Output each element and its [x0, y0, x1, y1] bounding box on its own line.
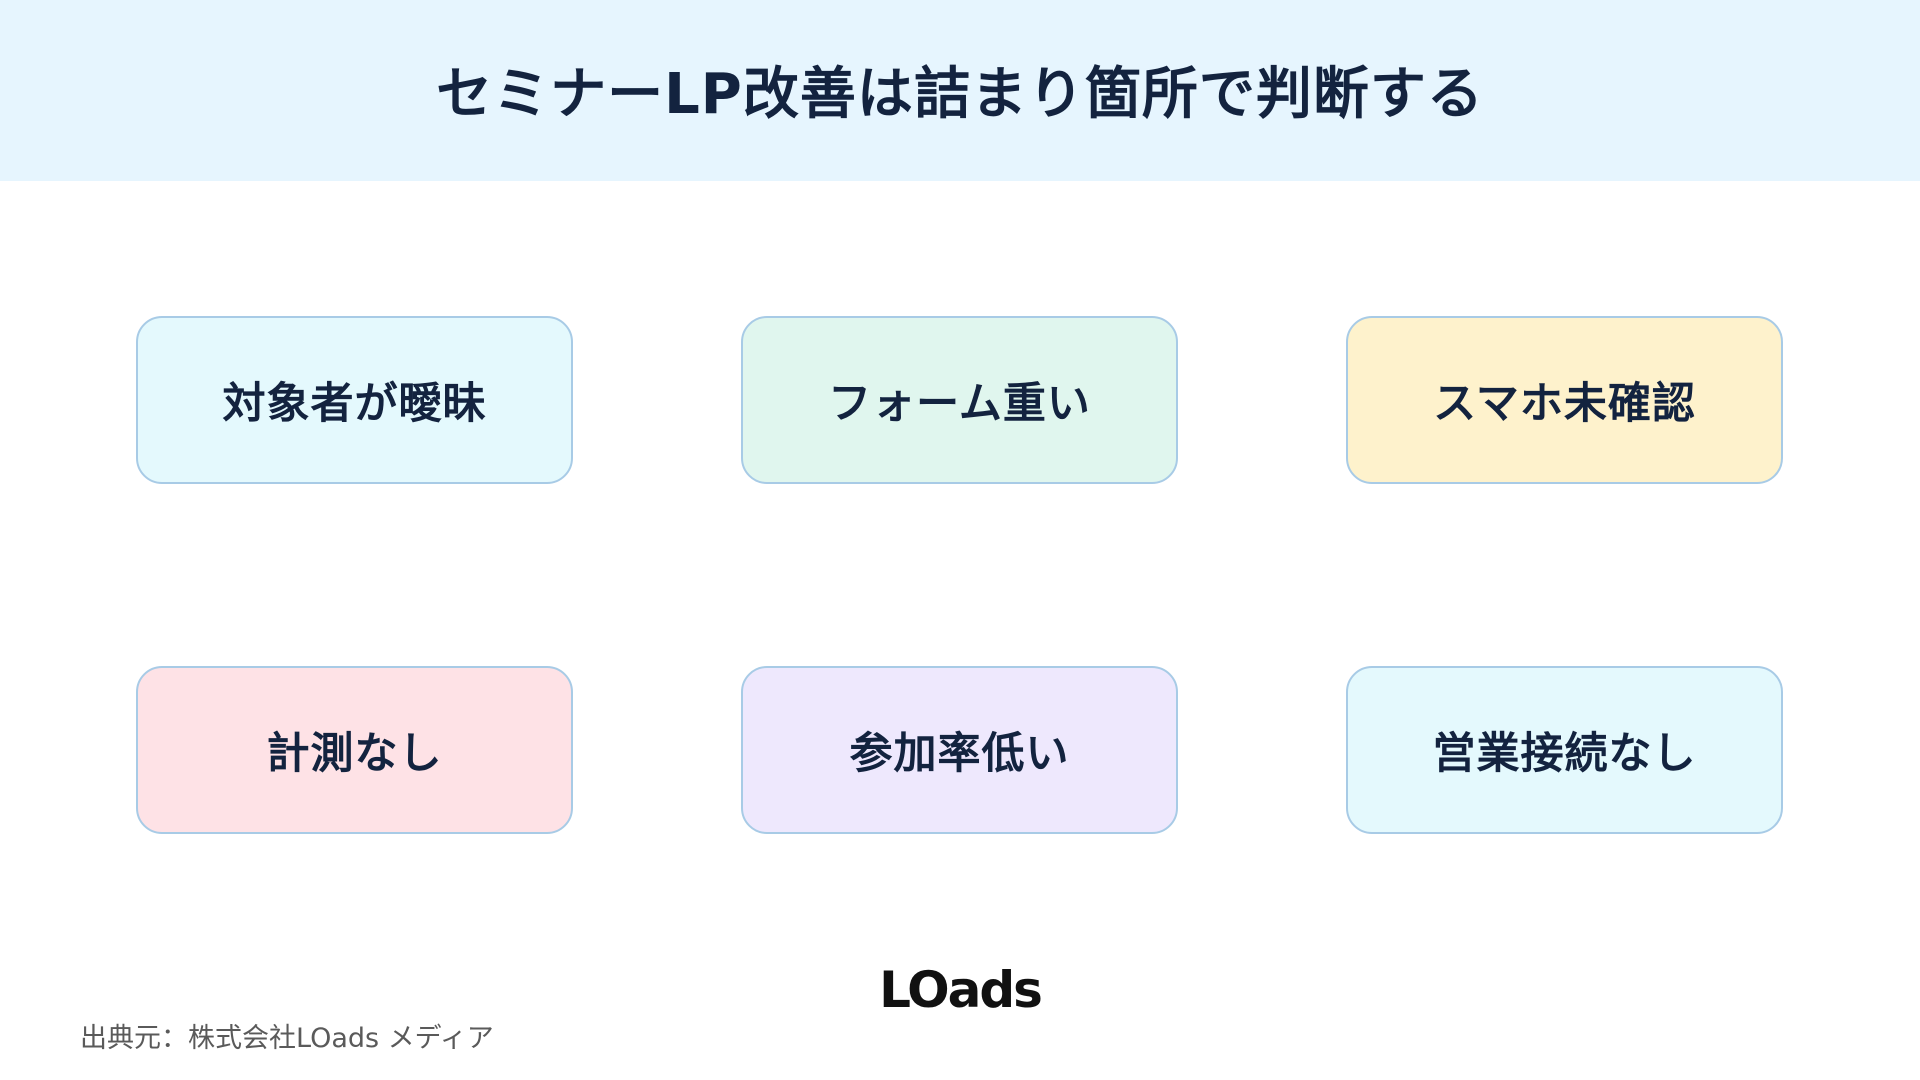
card-label: 計測なし	[266, 729, 443, 779]
card-5: 参加率低い	[741, 666, 1178, 834]
source-credit: 出典元：株式会社LOads メディア	[80, 1023, 494, 1054]
card-1: 対象者が曖昧	[136, 316, 573, 484]
header-banner: セミナーLP改善は詰まり箇所で判断する	[0, 0, 1920, 181]
page-title: セミナーLP改善は詰まり箇所で判断する	[436, 62, 1484, 127]
loads-logo: LOads	[860, 955, 1060, 1025]
card-3: スマホ未確認	[1346, 316, 1783, 484]
card-label: スマホ未確認	[1433, 379, 1696, 429]
logo-text: LOads	[879, 961, 1043, 1019]
card-label: 参加率低い	[849, 729, 1070, 779]
card-2: フォーム重い	[741, 316, 1178, 484]
card-label: 対象者が曖昧	[222, 379, 487, 429]
card-label: フォーム重い	[828, 379, 1091, 429]
card-6: 営業接続なし	[1346, 666, 1783, 834]
card-label: 営業接続なし	[1432, 729, 1697, 779]
card-4: 計測なし	[136, 666, 573, 834]
